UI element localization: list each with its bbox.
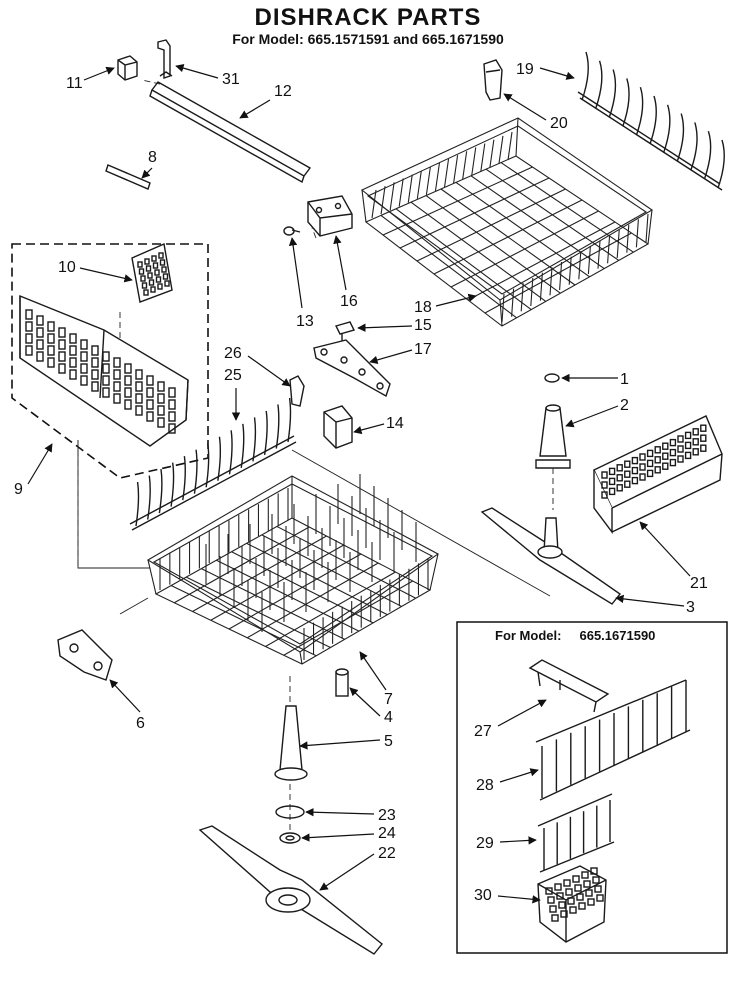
part-30-basket [537,865,607,943]
part-29-tine-rack [537,793,615,873]
leader-line-15 [357,323,413,332]
part-16-bracket [307,195,353,237]
part-24-bearing [279,832,301,844]
callout-9: 9 [14,481,23,498]
leader-line-6 [109,679,141,713]
part-11-end-cap [117,55,138,81]
leader-line-2 [565,405,619,428]
part-21-basket [593,415,723,535]
part-27-clip [528,659,610,713]
alignment-lines [77,79,554,832]
leader-line-26 [247,355,291,387]
callout-18: 18 [414,299,432,316]
part-9-basket [19,294,189,447]
leader-line-10 [79,267,133,283]
part-8-bar [105,164,151,190]
leader-line-23 [305,808,375,817]
callout-24: 24 [378,825,396,842]
leader-line-12 [239,99,271,119]
leader-line-29 [499,836,537,845]
callout-25: 25 [224,367,242,384]
leader-line-27 [497,699,547,727]
part-26-clip [289,375,305,407]
leader-line-8 [141,167,153,179]
callout-26: 26 [224,345,242,362]
callout-22: 22 [378,845,396,862]
callout-4: 4 [384,709,393,726]
part-3-upper-spray-arm [480,507,622,605]
callout-8: 8 [148,149,157,166]
part-20-clip [483,59,503,101]
part-22-lower-spray-arm [198,825,383,955]
part-18-upper-rack [360,117,654,327]
callout-30: 30 [474,887,492,904]
part-9-enclosure [11,243,209,479]
callout-14: 14 [386,415,404,432]
leader-line-16 [333,235,347,291]
callout-6: 6 [136,715,145,732]
part-15-knob [334,321,356,342]
guide-lines [77,440,551,615]
part-6-roller [57,629,113,681]
part-7-lower-rack [146,474,440,665]
part-5-lower-tube [274,705,308,781]
callout-3: 3 [686,599,695,616]
part-17-roller [313,339,391,398]
callout-23: 23 [378,807,396,824]
leader-line-20 [503,93,547,121]
callout-12: 12 [274,83,292,100]
part-31-clip [157,39,173,79]
leader-line-11 [83,66,115,81]
part-10-basket-lid [131,243,173,303]
leader-line-19 [539,67,575,80]
callout-28: 28 [476,777,494,794]
leader-line-22 [319,853,375,891]
callout-10: 10 [58,259,76,276]
part-25-tines [129,397,297,531]
leader-line-3 [615,594,685,607]
callout-29: 29 [476,835,494,852]
callout-11: 11 [66,75,83,92]
diagram-title: DISHRACK PARTS [254,4,482,31]
leader-line-17 [369,349,413,364]
callout-31: 31 [222,71,240,88]
callout-1: 1 [620,371,629,388]
leader-line-13 [288,237,303,309]
part-19-tines [577,51,725,191]
leader-line-5 [299,739,381,750]
part-28-tine-rack [535,679,691,801]
inset-box [456,621,728,954]
leader-line-24 [301,833,375,842]
diagram-subtitle: For Model: 665.1571591 and 665.1671590 [232,31,504,47]
part-1-cap [544,373,560,383]
part-12-rail [149,81,312,184]
leader-line-28 [499,768,539,783]
callout-16: 16 [340,293,358,310]
callout-2: 2 [620,397,629,414]
leader-line-18 [435,293,477,307]
leader-line-14 [353,423,385,435]
callout-19: 19 [516,61,534,78]
leader-line-30 [497,895,541,904]
leader-line-31 [175,64,219,79]
callout-21: 21 [690,575,708,592]
leader-line-9 [27,443,53,485]
part-14-stop [323,405,353,449]
callout-15: 15 [414,317,432,334]
callout-7: 7 [384,691,393,708]
part-4-spacer [335,668,349,697]
callout-5: 5 [384,733,393,750]
callout-20: 20 [550,115,568,132]
inset-model-label: For Model: 665.1671590 [495,628,656,643]
part-13-screw [283,226,301,236]
callout-17: 17 [414,341,432,358]
part-2-feed-tube [535,404,571,469]
callout-27: 27 [474,723,492,740]
leader-line-21 [639,521,691,577]
leader-line-7 [359,651,387,691]
callout-13: 13 [296,313,314,330]
leader-line-4 [349,687,381,717]
